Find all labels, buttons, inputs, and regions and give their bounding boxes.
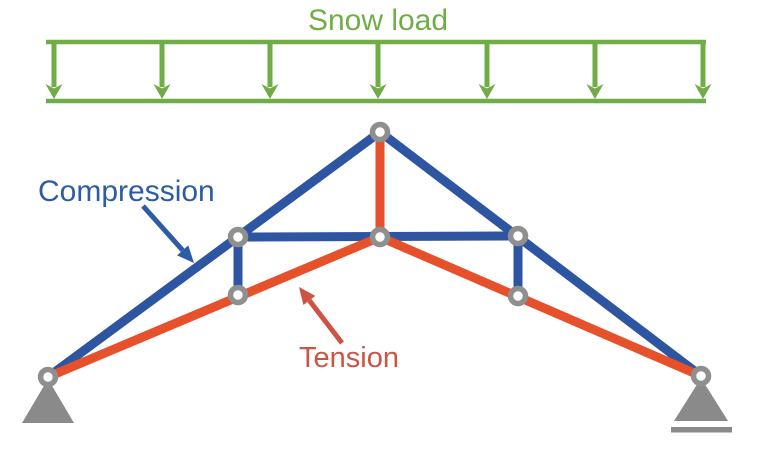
members-group <box>45 128 704 382</box>
joint-apex <box>369 121 391 143</box>
tension-member-right-support-to-center <box>378 232 703 381</box>
joint-right-mid <box>507 225 529 247</box>
joint-left-mid <box>227 226 249 248</box>
compression-arrow-head <box>177 245 194 263</box>
tension-arrow-line <box>307 298 344 345</box>
joint-left-lower <box>227 284 249 306</box>
snow-load-group <box>45 39 712 104</box>
compression-member-right-support-to-apex <box>377 128 704 380</box>
compression-arrow-line <box>141 204 185 252</box>
annotation-arrows-group <box>141 204 344 345</box>
load-arrow-head-4 <box>369 84 387 99</box>
joints-group <box>37 121 712 388</box>
joint-left-support <box>37 366 59 388</box>
compression-member-left-support-to-apex <box>45 128 383 381</box>
roller-support-bar <box>671 427 732 433</box>
load-arrow-head-6 <box>586 84 604 99</box>
joint-center <box>369 226 391 248</box>
supports-group <box>22 378 732 433</box>
load-arrow-head-2 <box>153 84 171 99</box>
pin-support-triangle <box>22 379 74 423</box>
load-arrow-head-3 <box>261 84 279 99</box>
load-arrow-head-5 <box>478 84 496 99</box>
tension-label: Tension <box>299 342 399 374</box>
joint-right-lower <box>507 285 529 307</box>
compression-label: Compression <box>38 175 215 208</box>
roller-support-triangle <box>674 378 728 421</box>
joint-right-support <box>690 365 712 387</box>
snow-load-label: Snow load <box>308 4 448 37</box>
tension-member-left-support-to-center <box>46 232 382 382</box>
load-arrow-head-1 <box>45 84 63 99</box>
load-arrow-head-7 <box>694 84 712 99</box>
tension-arrow-head <box>299 287 316 306</box>
